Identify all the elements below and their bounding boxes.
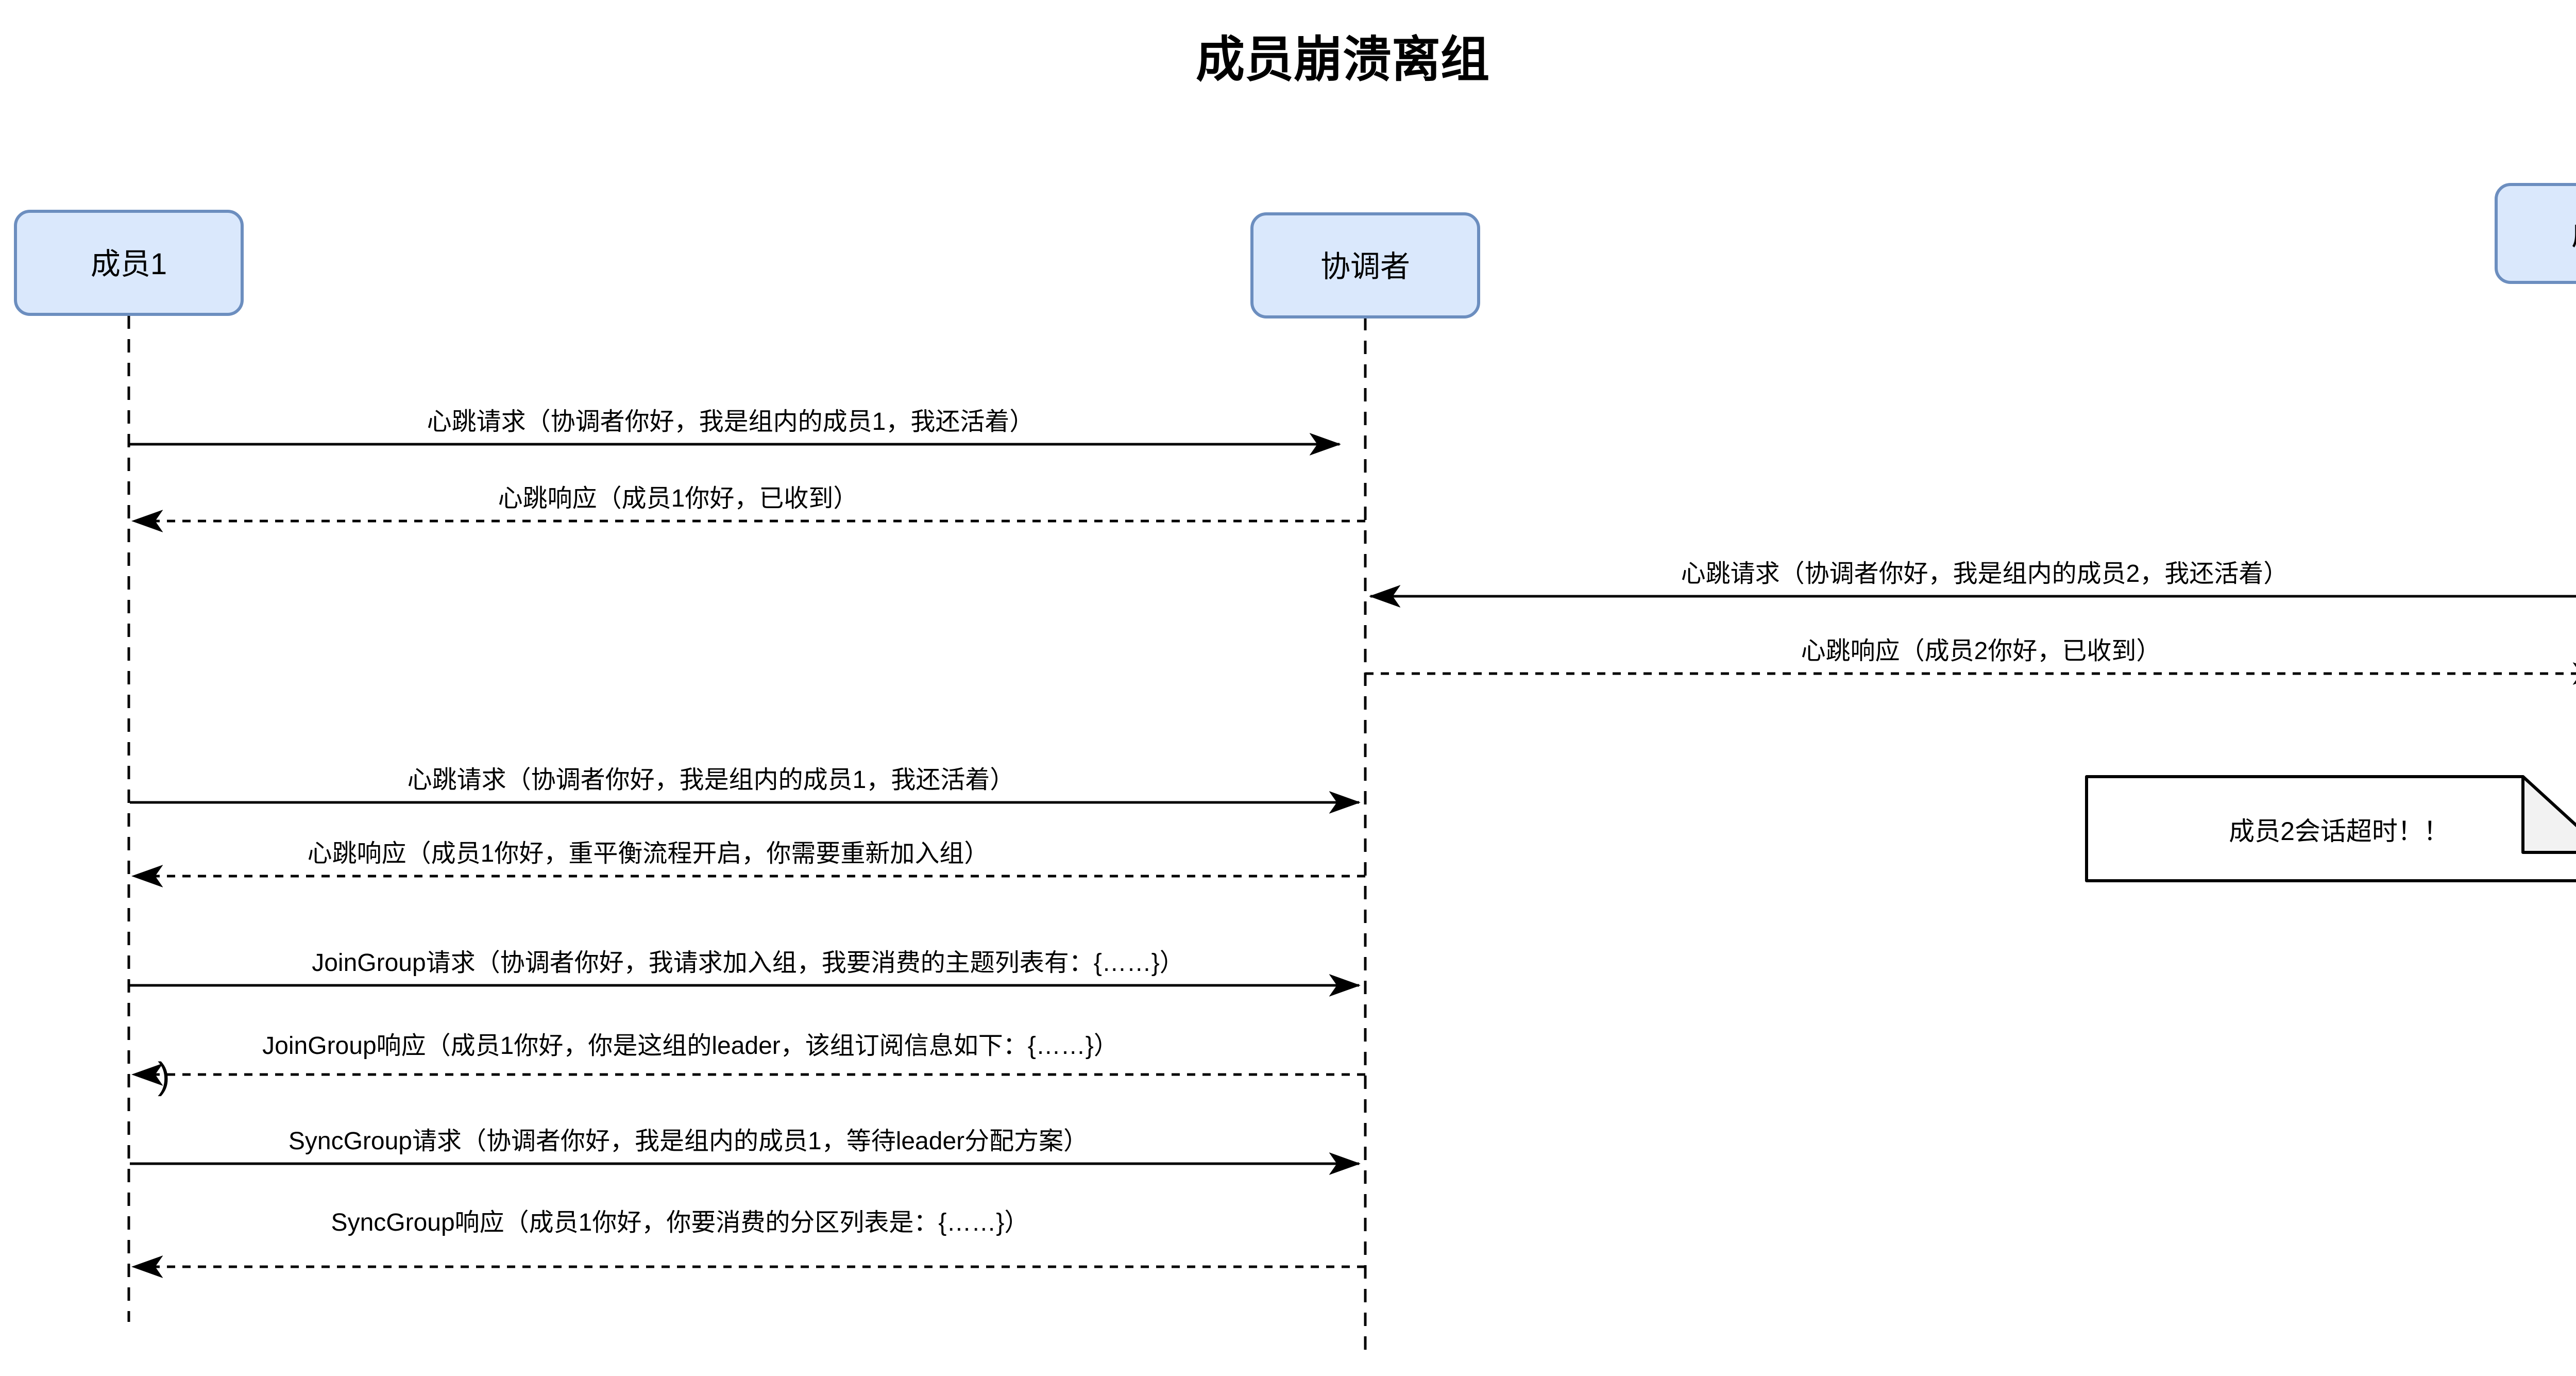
actor-coordinator: 协调者: [1250, 212, 1480, 318]
actor-box-coordinator: [1250, 212, 1480, 318]
actor-member1: 成员1: [14, 210, 244, 316]
message-label: 心跳响应（成员1你好，已收到）: [498, 485, 858, 512]
note-box: [2085, 775, 2576, 882]
diagram-title: 成员崩溃离组: [1196, 32, 1489, 87]
note-label: 成员2会话超时！！: [2229, 817, 2449, 846]
message-label: 心跳请求（协调者你好，我是组内的成员1，我还活着）: [408, 766, 1015, 794]
message-label: SyncGroup响应（成员1你好，你要消费的分区列表是：{……}）: [331, 1209, 1029, 1236]
actor-label-member1: 成员1: [91, 247, 167, 281]
note-member2-timeout: 成员2会话超时！！: [2085, 775, 2576, 882]
message-4: 心跳响应（成员2你好，已收到）: [1365, 637, 2576, 674]
actor-member2: 成员2: [2495, 183, 2576, 284]
actor-box-member1: [14, 210, 244, 316]
message-5: 心跳请求（协调者你好，我是组内的成员1，我还活着）: [130, 766, 1359, 802]
message-label: JoinGroup响应（成员1你好，你是这组的leader，该组订阅信息如下：{…: [262, 1032, 1118, 1060]
message-2: 心跳响应（成员1你好，已收到）: [133, 485, 1365, 521]
stray-label: -): [145, 1055, 170, 1097]
message-7: JoinGroup请求（协调者你好，我请求加入组，我要消费的主题列表有：{……}…: [130, 949, 1359, 985]
message-6: 心跳响应（成员1你好，重平衡流程开启，你需要重新加入组）: [133, 840, 1365, 876]
message-label: 心跳响应（成员2你好，已收到）: [1801, 637, 2161, 665]
message-label: SyncGroup请求（协调者你好，我是组内的成员1，等待leader分配方案）: [289, 1128, 1088, 1155]
message-10: SyncGroup响应（成员1你好，你要消费的分区列表是：{……}）: [133, 1209, 1365, 1267]
actor-label-member2: 成员2: [2571, 218, 2576, 251]
actor-label-coordinator: 协调者: [1320, 250, 1410, 283]
message-8: JoinGroup响应（成员1你好，你是这组的leader，该组订阅信息如下：{…: [133, 1032, 1365, 1097]
note-fold: [2521, 775, 2576, 854]
message-label: JoinGroup请求（协调者你好，我请求加入组，我要消费的主题列表有：{……}…: [312, 949, 1184, 977]
message-label: 心跳响应（成员1你好，重平衡流程开启，你需要重新加入组）: [308, 840, 989, 867]
message-9: SyncGroup请求（协调者你好，我是组内的成员1，等待leader分配方案）: [130, 1128, 1359, 1164]
message-1: 心跳请求（协调者你好，我是组内的成员1，我还活着）: [130, 408, 1340, 444]
message-3: 心跳请求（协调者你好，我是组内的成员2，我还活着）: [1370, 560, 2576, 596]
message-label: 心跳请求（协调者你好，我是组内的成员2，我还活着）: [1681, 560, 2289, 588]
message-label: 心跳请求（协调者你好，我是组内的成员1，我还活着）: [427, 408, 1035, 435]
actor-box-member2: [2495, 183, 2576, 284]
